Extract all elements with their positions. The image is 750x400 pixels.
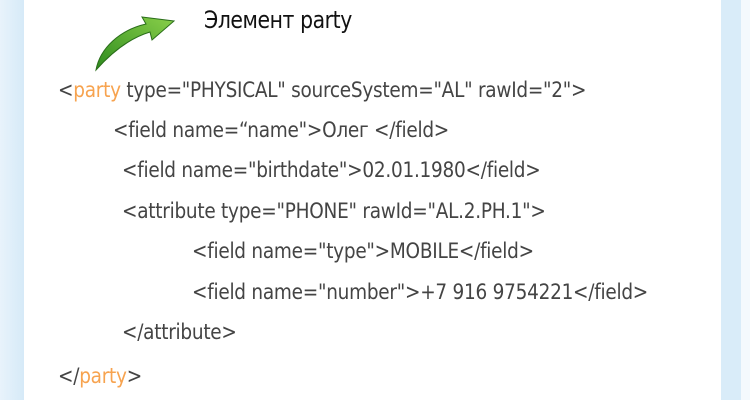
code-line-field-name: <field name=“name">Олег </field> (113, 118, 450, 142)
slide-panel (24, 0, 721, 400)
left-border (0, 0, 24, 400)
party-tag-name: party (73, 78, 121, 102)
diagram-title: Элемент party (204, 6, 352, 34)
curved-arrow-icon (95, 16, 176, 72)
right-border (721, 0, 741, 400)
code-line-party-open: <party type="PHYSICAL" sourceSystem="AL"… (58, 78, 587, 102)
code-line-field-type: <field name="type">MOBILE</field> (192, 239, 534, 263)
party-tag-name: party (79, 364, 127, 388)
code-line-party-close: </party> (58, 364, 142, 388)
code-line-field-number: <field name="number">+7 916 9754221</fie… (192, 280, 649, 304)
code-line-attribute-close: </attribute> (122, 320, 237, 344)
code-line-attribute-open: <attribute type="PHONE" rawId="AL.2.PH.1… (122, 199, 546, 223)
code-line-field-birthdate: <field name="birthdate">02.01.1980</fiel… (122, 158, 541, 182)
